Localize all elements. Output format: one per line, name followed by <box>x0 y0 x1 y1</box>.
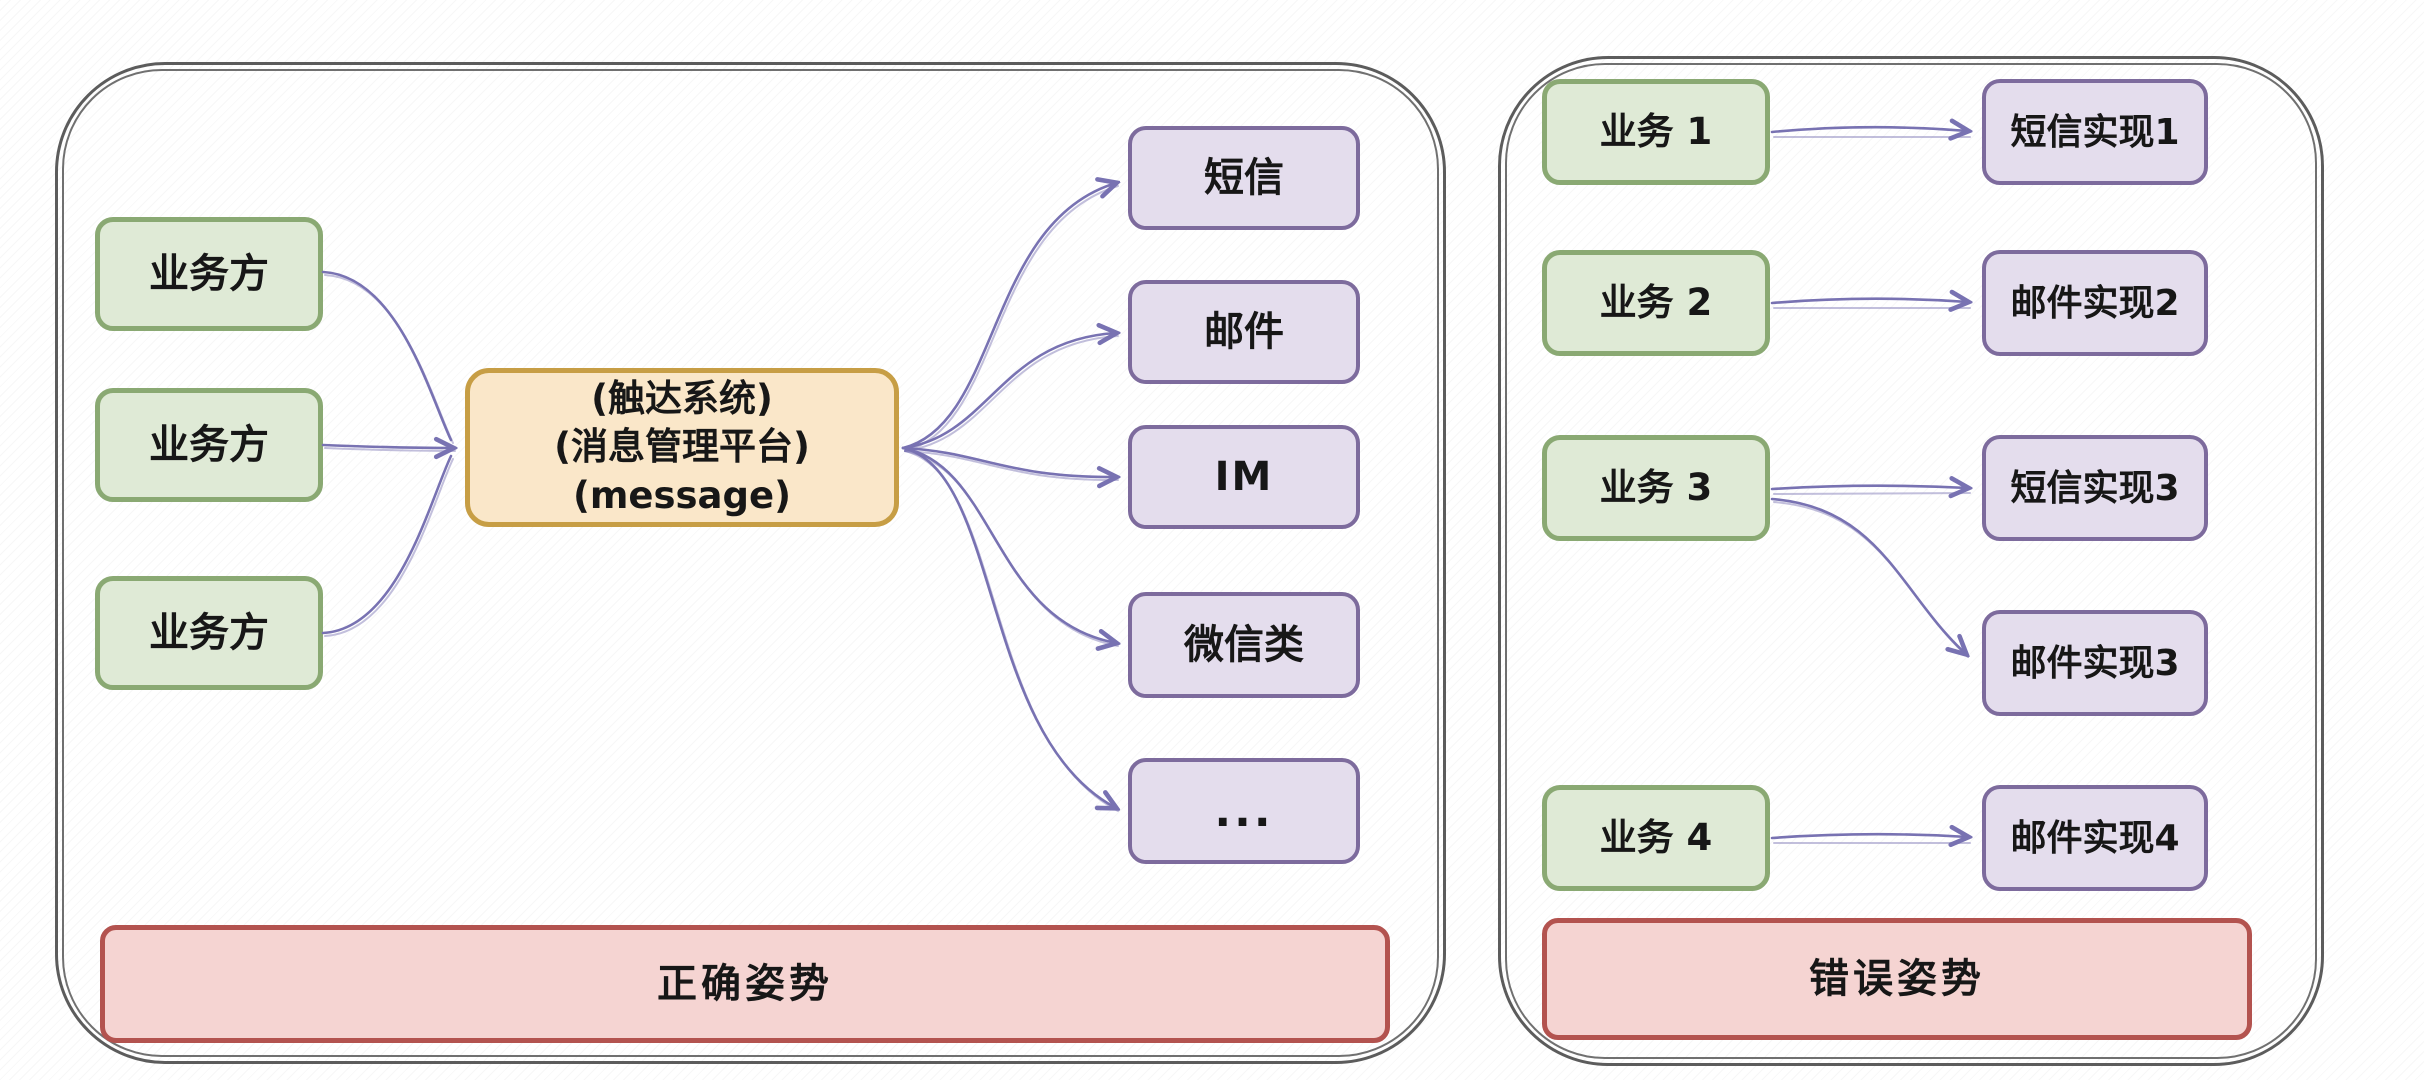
channel-box-email: 邮件 <box>1128 280 1360 384</box>
wrong-approach-banner: 错误姿势 <box>1542 918 2252 1040</box>
business-box-2: 业务 2 <box>1542 250 1770 356</box>
impl-box-email-4: 邮件实现4 <box>1982 785 2208 891</box>
business-box-1: 业务 1 <box>1542 79 1770 185</box>
correct-approach-panel <box>55 62 1446 1064</box>
channel-box-sms: 短信 <box>1128 126 1360 230</box>
hub-line-3: (message) <box>572 473 792 517</box>
business-source-box-2: 业务方 <box>95 388 323 502</box>
channel-box-wechat: 微信类 <box>1128 592 1360 698</box>
impl-box-email-3: 邮件实现3 <box>1982 610 2208 716</box>
channel-box-im: IM <box>1128 425 1360 529</box>
business-source-box-1: 业务方 <box>95 217 323 331</box>
channel-box-more: ... <box>1128 758 1360 864</box>
correct-approach-banner: 正确姿势 <box>100 925 1390 1043</box>
hub-label-lines: (触达系统) (消息管理平台) (message) <box>554 376 810 519</box>
message-platform-hub-box: (触达系统) (消息管理平台) (message) <box>465 368 899 527</box>
business-box-3: 业务 3 <box>1542 435 1770 541</box>
impl-box-sms-3: 短信实现3 <box>1982 435 2208 541</box>
business-box-4: 业务 4 <box>1542 785 1770 891</box>
hub-line-1: (触达系统) <box>591 377 773 421</box>
wrong-approach-panel <box>1498 56 2324 1066</box>
business-source-box-3: 业务方 <box>95 576 323 690</box>
impl-box-email-2: 邮件实现2 <box>1982 250 2208 356</box>
impl-box-sms-1: 短信实现1 <box>1982 79 2208 185</box>
hub-line-2: (消息管理平台) <box>554 425 810 469</box>
